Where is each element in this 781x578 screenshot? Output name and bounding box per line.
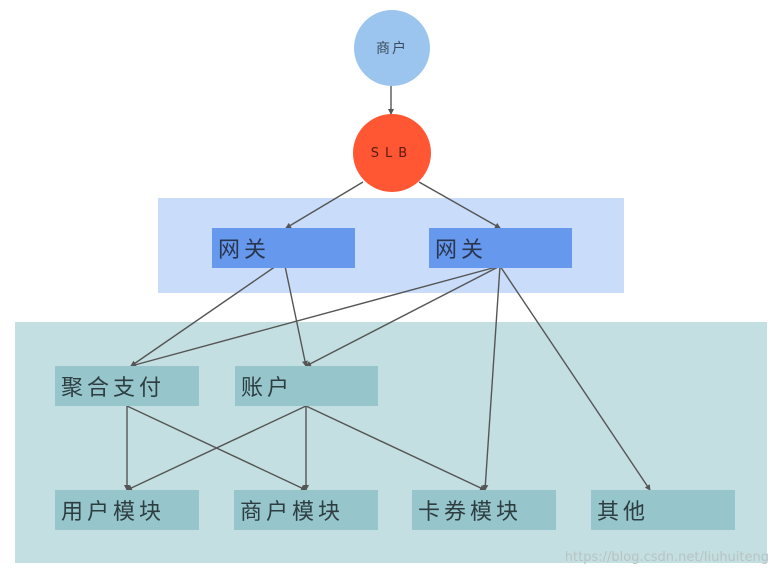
edge-gateway-2-to-aggregate-pay	[130, 265, 501, 368]
edge-slb-to-gateway-2	[418, 181, 501, 229]
account-label: 账户	[241, 376, 294, 401]
slb-label: SLB	[370, 145, 414, 161]
edge-gateway-1-to-aggregate-pay	[130, 265, 277, 367]
edge-gateway-2-to-account	[305, 265, 501, 367]
merchant-node: 商户	[354, 10, 430, 86]
edge-slb-to-gateway-1	[285, 181, 364, 229]
slb-node: SLB	[353, 114, 431, 192]
coupon-module-label: 卡券模块	[418, 500, 523, 525]
edge-account-to-user-module	[126, 405, 307, 491]
other-label: 其他	[597, 500, 650, 525]
merchant-label: 商户	[376, 41, 408, 57]
user-module-node: 用户模块	[55, 490, 199, 530]
merchant-module-label: 商户模块	[240, 500, 345, 525]
edge-gateway-2-to-other	[499, 265, 651, 491]
gateway-node-2: 网关	[429, 228, 572, 268]
aggregate-pay-label: 聚合支付	[61, 376, 166, 401]
merchant-module-node: 商户模块	[234, 490, 378, 530]
other-node: 其他	[591, 490, 735, 530]
edge-account-to-coupon-module	[305, 405, 486, 491]
edge-gateway-1-to-account	[284, 265, 308, 367]
edge-gateway-2-to-coupon-module	[482, 265, 501, 491]
gateway-1-label: 网关	[218, 238, 271, 263]
gateway-2-label: 网关	[435, 238, 488, 263]
user-module-label: 用户模块	[61, 500, 166, 525]
gateway-node-1: 网关	[212, 228, 355, 268]
coupon-module-node: 卡券模块	[412, 490, 556, 530]
aggregate-pay-node: 聚合支付	[55, 366, 199, 406]
watermark: https://blog.csdn.net/liuhuiteng	[564, 550, 769, 565]
account-node: 账户	[235, 366, 378, 406]
